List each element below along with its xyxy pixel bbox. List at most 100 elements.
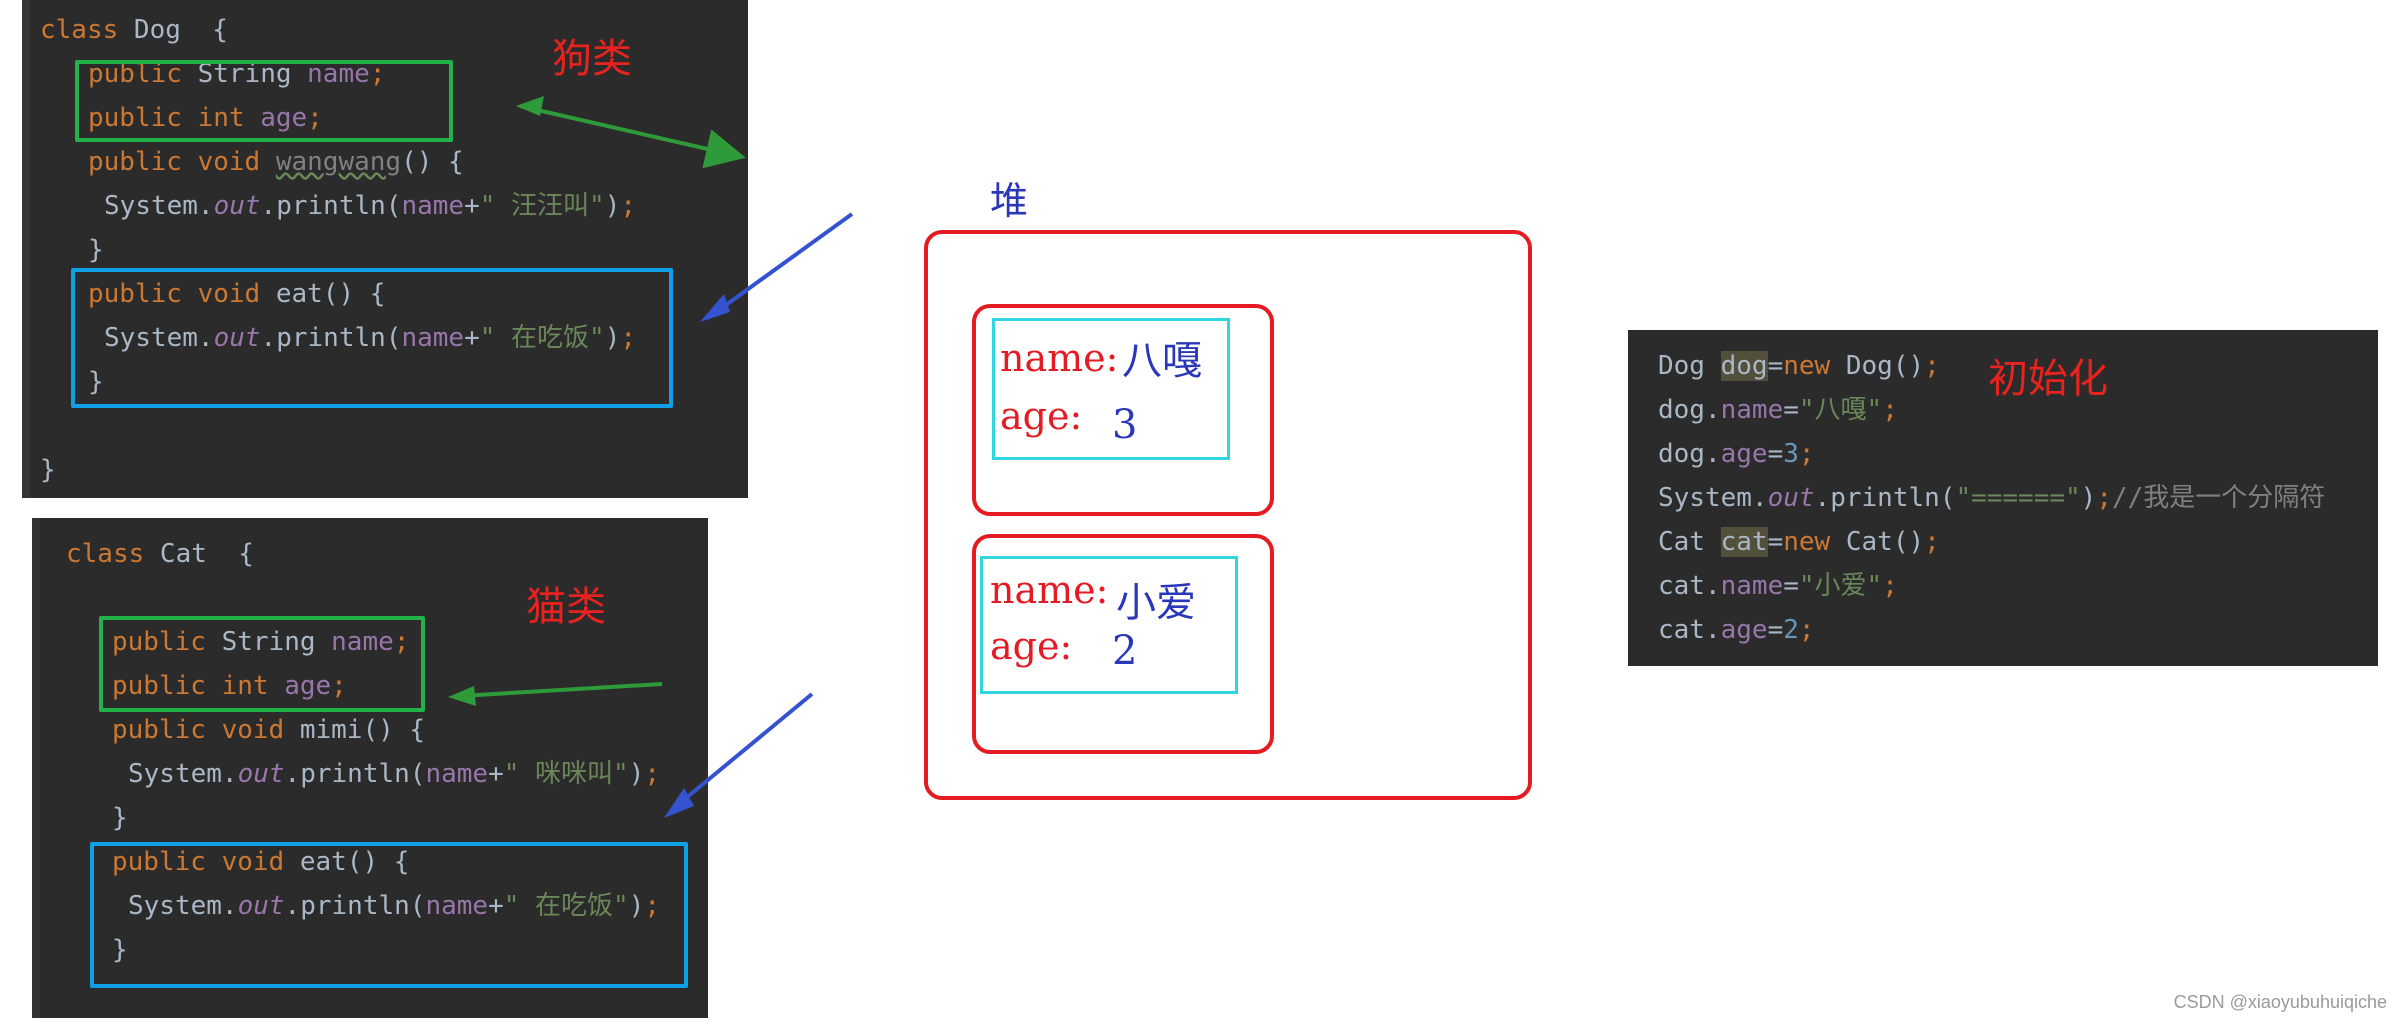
code-token: out <box>237 891 285 921</box>
code-token: + <box>488 891 504 921</box>
code-token: public void <box>88 147 276 177</box>
cat-age-value: 2 <box>1112 628 1138 674</box>
code-token: out <box>213 191 261 221</box>
code-token: ; <box>1924 527 1940 557</box>
code-token: public void <box>88 279 276 309</box>
code-line: } <box>112 796 128 840</box>
code-token: public int <box>112 671 285 701</box>
code-token: } <box>112 803 128 833</box>
code-token: //我是一个分隔符 <box>2111 483 2326 513</box>
code-token: cat. <box>1658 615 1721 645</box>
dog-method-arrow-head <box>700 294 730 322</box>
code-token: name <box>307 59 370 89</box>
cat-class-code-panel: class Cat {public String name;public int… <box>32 518 708 1018</box>
code-token: System. <box>104 191 214 221</box>
code-line: public int age; <box>112 664 347 708</box>
code-line: } <box>88 228 104 272</box>
watermark: CSDN @xiaoyubuhuiqiche <box>2173 992 2387 1012</box>
code-token: public int <box>88 103 261 133</box>
code-line: public void eat() { <box>112 840 409 884</box>
cat-object-fields <box>980 556 1238 694</box>
code-token: Cat() <box>1845 527 1925 557</box>
code-token: ; <box>1798 615 1815 645</box>
code-token: ; <box>1882 571 1898 601</box>
code-line: Dog dog=new Dog(); <box>1658 344 1940 388</box>
code-token: public void <box>112 847 300 877</box>
code-line: System.out.println(name+" 在吃饭"); <box>128 884 660 928</box>
dog-age-value: 3 <box>1112 402 1138 448</box>
code-token: = <box>1783 395 1799 425</box>
dog-fields-arrow-head <box>516 96 544 116</box>
code-token: = <box>1767 615 1784 645</box>
code-token: eat() { <box>299 847 410 877</box>
code-token: wangwang <box>275 147 402 177</box>
code-line: System.out.println(name+" 在吃饭"); <box>104 316 636 360</box>
code-token: + <box>464 323 480 353</box>
code-token: String <box>197 59 308 89</box>
code-line: cat.name="小爱"; <box>1658 564 1898 608</box>
code-line: dog.age=3; <box>1658 432 1815 476</box>
code-token: = <box>1767 527 1784 557</box>
code-token: .println( <box>260 323 402 353</box>
dog-object-fields <box>992 318 1230 460</box>
dog-name-value: 八嘎 <box>1122 338 1202 384</box>
cat-name-value: 小爱 <box>1116 580 1196 626</box>
code-token: ; <box>369 59 386 89</box>
code-token: " 在吃饭" <box>503 891 629 921</box>
dog-eat-method-box <box>71 268 673 408</box>
code-token: out <box>1767 483 1815 513</box>
code-token: } <box>88 235 104 265</box>
cat-method-arrow <box>672 692 814 810</box>
initialization-code-panel: Dog dog=new Dog();dog.name="八嘎";dog.age=… <box>1628 330 2378 666</box>
code-token: ) <box>628 759 645 789</box>
code-line: Cat cat=new Cat(); <box>1658 520 1940 564</box>
code-token: ; <box>644 891 660 921</box>
code-token: Dog { <box>133 15 228 45</box>
code-token: System. <box>1658 483 1768 513</box>
code-token: } <box>88 367 104 397</box>
code-token: name <box>425 891 489 921</box>
dog-class-code-panel: class Dog {public String name;public int… <box>22 0 748 498</box>
code-token: class <box>66 539 160 569</box>
heap-box <box>924 230 1532 800</box>
code-token: ) <box>2080 483 2097 513</box>
cat-object-box <box>972 534 1274 754</box>
code-token: " 在吃饭" <box>479 323 605 353</box>
code-token: name <box>331 627 394 657</box>
code-line: class Cat { <box>66 532 254 576</box>
code-token: ) <box>604 323 621 353</box>
heap-title: 堆 <box>990 179 1029 223</box>
code-token: = <box>1767 439 1784 469</box>
code-token: age <box>1720 615 1768 645</box>
dog-name-label: name: <box>1000 336 1119 380</box>
code-token: ; <box>1924 351 1940 381</box>
code-token: () { <box>401 147 464 177</box>
code-token: ; <box>1882 395 1898 425</box>
code-token: ) <box>628 891 645 921</box>
code-token: name <box>1720 571 1784 601</box>
code-token: = <box>1767 351 1784 381</box>
code-token: Cat <box>1658 527 1721 557</box>
cat-fields-arrow-head <box>448 686 476 706</box>
code-line: class Dog { <box>40 8 228 52</box>
code-line: dog.name="八嘎"; <box>1658 388 1898 432</box>
code-line: cat.age=2; <box>1658 608 1815 652</box>
code-token: + <box>488 759 504 789</box>
code-line: System.out.println(name+" 咪咪叫"); <box>128 752 660 796</box>
code-token: ; <box>644 759 660 789</box>
code-token: age <box>260 103 308 133</box>
code-token: ) <box>604 191 621 221</box>
cat-eat-method-box <box>90 842 688 988</box>
code-token: " 汪汪叫" <box>479 191 605 221</box>
gutter <box>22 0 30 498</box>
code-token: .println( <box>284 759 426 789</box>
cat-name-label: name: <box>990 568 1109 612</box>
code-token: " 咪咪叫" <box>503 759 629 789</box>
dog-method-arrow <box>706 212 854 320</box>
cat-age-label: age: <box>990 624 1073 668</box>
code-token: ; <box>620 323 636 353</box>
code-token: ; <box>620 191 636 221</box>
code-token: Dog <box>1658 351 1721 381</box>
code-token: age <box>284 671 332 701</box>
